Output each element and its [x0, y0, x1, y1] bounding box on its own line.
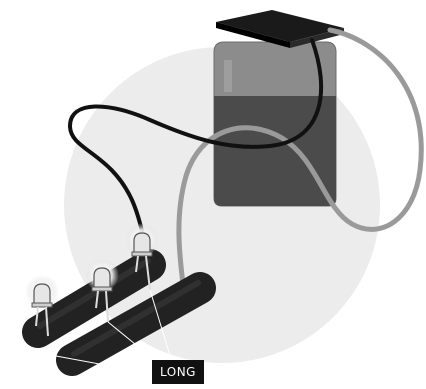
led-bulb	[33, 283, 51, 305]
long-label: LONG	[152, 360, 204, 384]
led-leg-long	[45, 306, 49, 337]
battery-cap-side-right	[290, 28, 344, 48]
led-middle	[85, 258, 119, 323]
led-bulb	[93, 267, 111, 289]
front-strip	[56, 272, 216, 376]
battery-shine	[224, 60, 232, 92]
pointer-line	[55, 355, 155, 375]
pointer-line	[149, 289, 173, 363]
led-leg-short	[95, 290, 99, 309]
conductive-strips	[22, 249, 216, 376]
led-leg-long	[145, 255, 151, 291]
front-strip-highlight	[71, 280, 201, 357]
battery-cap-side	[216, 22, 290, 48]
black-wire	[67, 38, 324, 260]
back-strip-highlight	[37, 258, 151, 329]
led-rim	[91, 286, 113, 292]
led-left	[25, 275, 59, 337]
battery	[213, 10, 344, 207]
gray-wire	[176, 27, 424, 295]
led-leg-long	[105, 290, 109, 323]
led-leg-short	[35, 306, 39, 327]
led-top	[125, 223, 159, 291]
led-rim	[31, 302, 53, 308]
battery-lower-half	[214, 96, 336, 206]
led-bulb	[133, 232, 151, 254]
long-leg-pointers	[55, 289, 173, 375]
led-leg-short	[135, 255, 139, 273]
long-label-bg	[152, 360, 204, 384]
long-label-text: LONG	[160, 365, 196, 379]
battery-cap	[216, 10, 344, 42]
back-strip	[22, 249, 166, 348]
led-rim	[131, 251, 153, 257]
pointer-line	[107, 321, 163, 367]
